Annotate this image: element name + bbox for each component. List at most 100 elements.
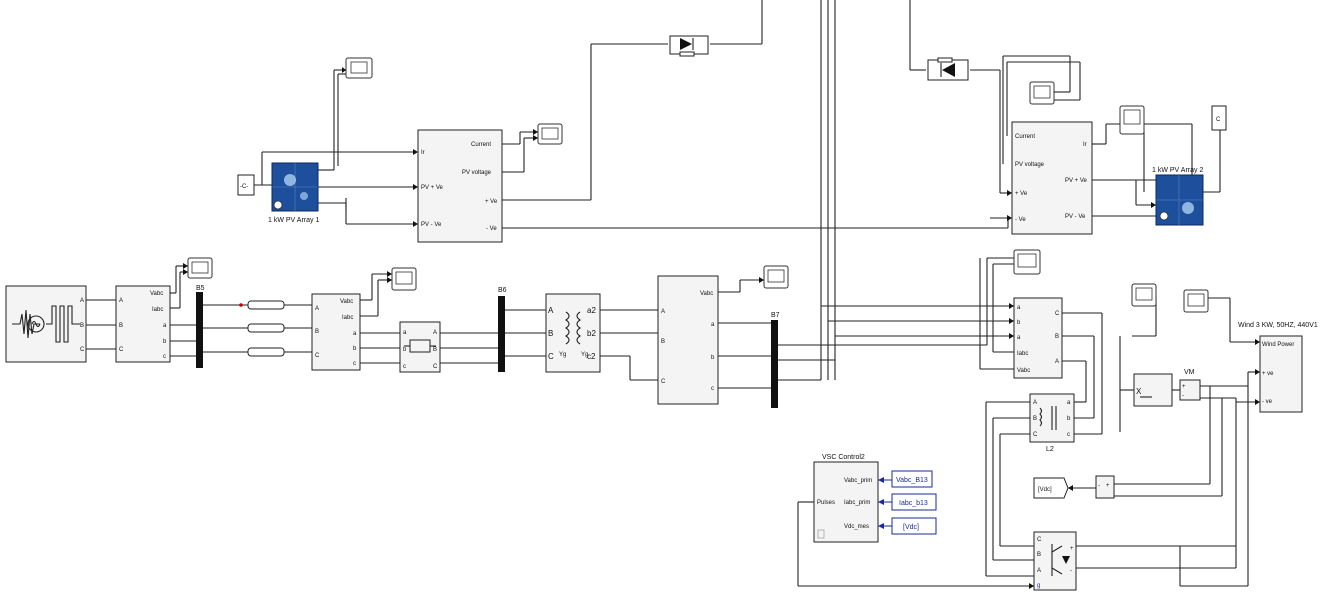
vi-measurement-1[interactable]: A B C Vabc Iabc a b c xyxy=(115,285,171,363)
line-impedance-a[interactable] xyxy=(239,300,285,310)
pv2-constant-block[interactable]: C xyxy=(1211,105,1227,131)
vi4-in-b: b xyxy=(1017,320,1021,326)
transformer-out-b2: b2 xyxy=(587,329,596,338)
meas2-out-voltage: PV voltage xyxy=(1015,162,1045,168)
vi3-scope[interactable] xyxy=(763,265,789,289)
three-phase-transformer[interactable]: A B C a2 b2 c2 Yg Yg xyxy=(545,293,601,373)
wind-scope-1[interactable] xyxy=(1131,283,1157,307)
transformer-in-b: B xyxy=(548,329,553,338)
l2-out-c: c xyxy=(1067,432,1070,438)
vdc-goto-tag[interactable]: [Vdc] xyxy=(1033,477,1069,499)
l2-in-b: B xyxy=(1033,416,1037,422)
bus-b5-label: B5 xyxy=(196,285,205,292)
vi2-out-a: a xyxy=(353,331,357,337)
wind-port-neg: - ve xyxy=(1262,399,1273,405)
vi2-scope[interactable] xyxy=(391,267,417,291)
pv2-measurement-block[interactable]: Current PV voltage + Ve - Ve Ir PV + Ve … xyxy=(1011,121,1093,235)
source-port-c: C xyxy=(80,347,85,353)
breaker-out-a: A xyxy=(433,330,437,336)
meas1-out-wiring xyxy=(502,131,1009,229)
pv1-constant-block[interactable]: -C- xyxy=(237,174,255,196)
ac-source-block[interactable]: A B C xyxy=(5,285,87,363)
diode-1[interactable] xyxy=(669,35,709,57)
line-impedance-b[interactable] xyxy=(247,323,285,333)
vsc-control-block[interactable]: Vabc_prim Iabc_prim Vdc_mes Pulses xyxy=(813,461,879,543)
transformer-in-a: A xyxy=(548,306,554,315)
meas2-out-current: Current xyxy=(1015,134,1035,140)
meas1-scope[interactable] xyxy=(537,123,563,145)
vdc-meas-minus: - xyxy=(1098,483,1100,489)
bus-b6-label: B6 xyxy=(498,287,507,294)
three-phase-breaker[interactable]: a b c A B C xyxy=(399,321,441,373)
from-tag-vdc[interactable]: [Vdc] xyxy=(891,517,937,535)
vi2-out-c: c xyxy=(353,361,356,367)
vdc-measurement[interactable]: - + xyxy=(1095,475,1115,499)
igbt-inverter-block[interactable]: C B A g + - xyxy=(1033,531,1077,591)
dc-measurement-block[interactable]: X xyxy=(1133,373,1173,407)
vi1-scope[interactable] xyxy=(187,257,213,279)
pv2-sun-glare-icon xyxy=(1182,202,1194,214)
from-tag-vdc-label: [Vdc] xyxy=(903,524,919,531)
l2-in-a: A xyxy=(1033,400,1037,406)
vi-measurement-4[interactable]: a b a Iabc Vabc C B A xyxy=(1013,297,1063,379)
meas2-out-neg: - Ve xyxy=(1015,217,1026,223)
vi2-in-b: B xyxy=(315,329,319,335)
from-tag-vabc[interactable]: Vabc_B13 xyxy=(891,470,933,488)
wind-out-power: Wind Power xyxy=(1262,342,1294,348)
transformer-out-c2: c2 xyxy=(587,352,596,361)
inverter-in-c: C xyxy=(1037,537,1042,543)
vsc-in-vabc: Vabc_prim xyxy=(844,478,872,484)
dc-link-wiring xyxy=(797,336,1260,587)
vdc-meas-plus: + xyxy=(1106,483,1110,489)
bus6-to-transformer-wiring xyxy=(505,309,658,381)
wind-port-pos: + ve xyxy=(1262,371,1274,377)
voltage-measurement-vm[interactable]: + - xyxy=(1179,379,1201,401)
wind-scope-2[interactable] xyxy=(1183,289,1209,313)
bus-b6[interactable] xyxy=(498,296,505,372)
meas2-in-ir: Ir xyxy=(1083,142,1087,148)
bus-b7[interactable] xyxy=(771,320,778,408)
from-tag-iabc[interactable]: Iabc_b13 xyxy=(891,493,937,511)
vi4-scope[interactable] xyxy=(1013,249,1041,275)
vi3-in-b: B xyxy=(661,339,665,345)
l2-filter-block[interactable]: A B C a b c xyxy=(1029,393,1075,443)
signal-arrows xyxy=(183,129,1260,589)
pv-array-2-name: 1 kW PV Array 2 xyxy=(1152,167,1203,174)
breaker-out-b: B xyxy=(433,347,437,353)
bus7-right-wiring xyxy=(778,257,1014,381)
vi4-out-b: B xyxy=(1055,334,1059,340)
pv1-scope[interactable] xyxy=(342,57,373,79)
from-tag-iabc-label: Iabc_b13 xyxy=(899,500,928,507)
vi1-out-vabc: Vabc xyxy=(150,291,163,297)
pv-array-2[interactable] xyxy=(1155,174,1204,226)
line-impedance-c[interactable] xyxy=(247,347,285,357)
meas2-in-neg: PV - Ve xyxy=(1065,214,1086,220)
vi4-in-a2: a xyxy=(1017,335,1021,341)
vi3-out-b: b xyxy=(711,355,715,361)
diode-2[interactable] xyxy=(927,57,969,81)
vi3-in-c: C xyxy=(661,379,666,385)
pv2-scope[interactable] xyxy=(1119,105,1145,135)
vsc-out-pulses: Pulses xyxy=(817,500,835,506)
pv2-constant-label: C xyxy=(1216,117,1221,123)
goto-tag-wiring xyxy=(878,477,892,529)
vi2-in-c: C xyxy=(315,353,320,359)
pv-array-1[interactable] xyxy=(271,162,319,212)
meas2-scope[interactable] xyxy=(1029,81,1055,105)
vi4-out-iabc: Iabc xyxy=(1017,351,1028,357)
pv-array-1-group xyxy=(254,69,416,225)
source-port-a: A xyxy=(80,298,84,304)
bus-b5[interactable] xyxy=(196,292,203,368)
pv1-measurement-block[interactable]: Ir PV + Ve PV - Ve Current PV voltage + … xyxy=(413,129,503,243)
pv-array-1-name: 1 kW PV Array 1 xyxy=(268,217,319,224)
transformer-coil-icon xyxy=(565,311,570,345)
wind-generator-block[interactable]: Wind Power + ve - ve xyxy=(1259,335,1303,413)
meas1-out-current: Current xyxy=(471,142,491,148)
transformer-winding-1: Yg xyxy=(559,352,566,358)
vi-measurement-2[interactable]: A B C Vabc Iabc a b c xyxy=(311,293,361,371)
vi-measurement-3[interactable]: A B C Vabc a b c xyxy=(657,275,719,405)
vi4-out-a: A xyxy=(1055,359,1059,365)
meas2-out-pos: + Ve xyxy=(1015,191,1028,197)
transformer-in-c: C xyxy=(548,352,554,361)
